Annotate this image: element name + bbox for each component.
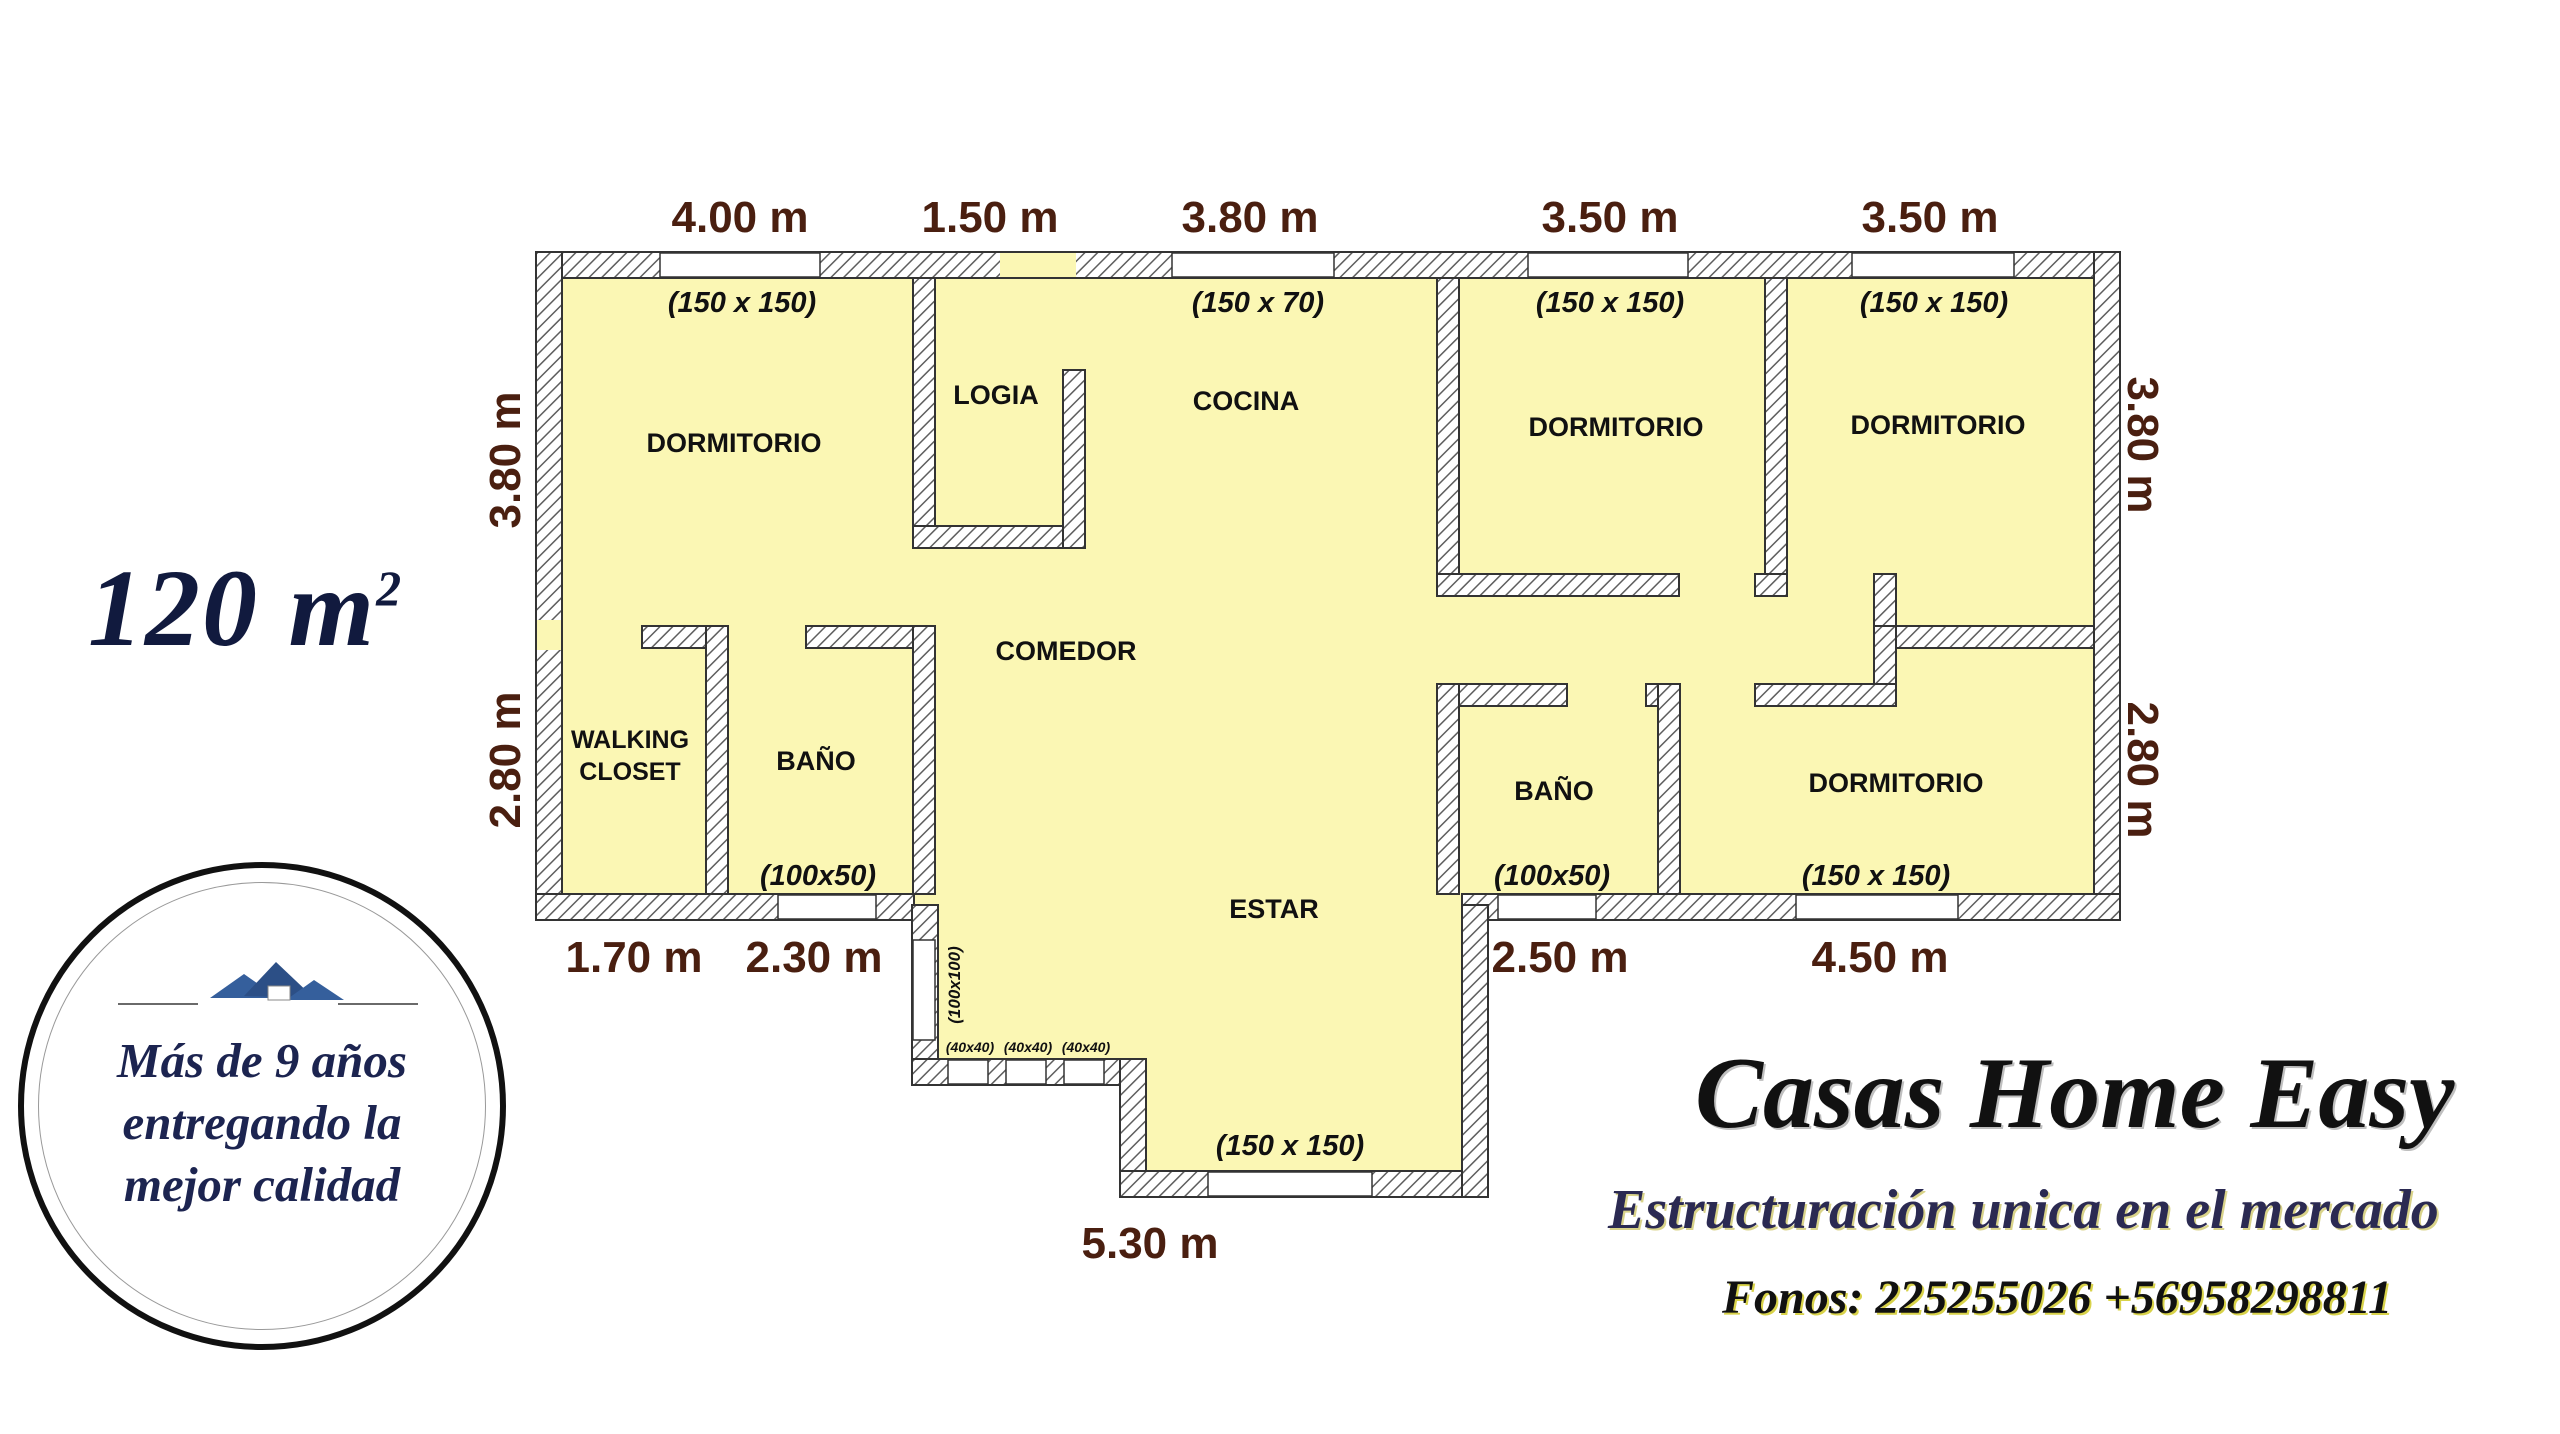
window-dorm3 (1851, 252, 2015, 278)
interior-walls (641, 277, 2095, 895)
area-exponent: 2 (376, 560, 404, 616)
dim-right-1: 3.80 m (2118, 377, 2167, 514)
houses-icon (118, 962, 418, 1005)
room-dormitorio-4: DORMITORIO (1809, 768, 1984, 798)
room-comedor: COMEDOR (996, 636, 1137, 666)
wall-dorm4-top (1754, 683, 1897, 707)
dim-left-1: 3.80 m (481, 392, 530, 529)
window-dorm2 (1527, 252, 1689, 278)
dim-top-5: 3.50 m (1862, 193, 1999, 242)
window-estar (1207, 1171, 1373, 1197)
window-small-1 (947, 1059, 989, 1085)
window-small-2 (1005, 1059, 1047, 1085)
window-small-3 (1063, 1059, 1105, 1085)
dim-top-2: 1.50 m (922, 193, 1059, 242)
badge-line-2: entregando la (122, 1095, 402, 1150)
wall-logia-bottom (912, 525, 1086, 549)
wall-cocina-right (1436, 277, 1460, 597)
badge-line-1: Más de 9 años (117, 1033, 407, 1088)
window-label-small-1: (40x40) (946, 1039, 995, 1055)
window-label-dorm3: (150 x 150) (1860, 287, 2008, 319)
badge-text: Más de 9 años entregando la mejor calida… (24, 1030, 500, 1216)
wall-dorm3-stub (1754, 573, 1788, 597)
dim-bottom-1: 1.70 m (566, 933, 703, 982)
window-label-dorm4: (150 x 150) (1802, 860, 1950, 892)
company-name: Casas Home Easy (1695, 1037, 2455, 1150)
window-label-small-2: (40x40) (1004, 1039, 1053, 1055)
window-dorm4 (1795, 894, 1959, 920)
window-label-estar: (150 x 150) (1216, 1130, 1364, 1162)
room-dormitorio-2: DORMITORIO (1529, 412, 1704, 442)
wall-left (535, 251, 563, 921)
total-area: 120 m2 (88, 545, 403, 672)
company-slogan: Estructuración unica en el mercado (1608, 1179, 2439, 1241)
window-cocina (1171, 252, 1335, 278)
window-bano1 (777, 894, 877, 920)
window-dorm1 (659, 252, 821, 278)
dim-left-2: 2.80 m (481, 692, 530, 829)
room-estar: ESTAR (1229, 894, 1319, 924)
wall-dorm3-bottom (1895, 625, 2095, 649)
total-area-value: 120 m (88, 547, 377, 669)
dim-right-2: 2.80 m (2118, 702, 2167, 839)
room-dormitorio-1: DORMITORIO (647, 428, 822, 458)
window-bano2 (1497, 894, 1597, 920)
room-logia: LOGIA (953, 380, 1039, 410)
left-wall-gap (537, 620, 561, 650)
badge-line-3: mejor calidad (123, 1157, 401, 1212)
window-label-small-3: (40x40) (1062, 1039, 1111, 1055)
dim-top-3: 3.80 m (1182, 193, 1319, 242)
wall-wc-right (705, 625, 729, 895)
quality-badge: Más de 9 años entregando la mejor calida… (18, 862, 506, 1350)
room-walking-closet-1: WALKING (571, 726, 689, 754)
entrance-gap (1000, 253, 1076, 277)
room-bano-2: BAÑO (1514, 775, 1594, 806)
room-bano-1: BAÑO (776, 745, 856, 776)
dim-bottom-4: 4.50 m (1812, 933, 1949, 982)
floor-interior (562, 278, 2094, 1182)
wall-bano2-right (1657, 683, 1681, 895)
wall-logia-right (1062, 369, 1086, 549)
room-walking-closet-2: CLOSET (579, 758, 680, 786)
dim-top-4: 3.50 m (1542, 193, 1679, 242)
wall-estar-right (1461, 904, 1489, 1198)
window-openings (659, 252, 2015, 1197)
company-phones: Fonos: 225255026 +56958298811 (1722, 1271, 2393, 1324)
dim-bottom-3: 2.50 m (1492, 933, 1629, 982)
window-label-bano1: (100x50) (760, 860, 876, 892)
dim-top-1: 4.00 m (672, 193, 809, 242)
window-label-bano2: (100x50) (1494, 860, 1610, 892)
wall-bano2-left (1436, 683, 1460, 895)
room-dormitorio-3: DORMITORIO (1851, 410, 2026, 440)
window-label-comedor-side: (100x100) (945, 946, 964, 1024)
room-cocina: COCINA (1193, 386, 1300, 416)
window-comedor-side (912, 939, 936, 1041)
wall-bano1-right (912, 625, 936, 895)
wall-dorm1-right (912, 277, 936, 549)
wall-bano1-top (805, 625, 914, 649)
window-label-cocina: (150 x 70) (1192, 287, 1324, 319)
window-label-dorm1: (150 x 150) (668, 287, 816, 319)
window-label-dorm2: (150 x 150) (1536, 287, 1684, 319)
wall-right (2093, 251, 2121, 921)
dim-bottom-5: 5.30 m (1082, 1219, 1219, 1268)
wall-dorm2-dorm3 (1764, 277, 1788, 597)
wall-dorm2-bottom (1436, 573, 1680, 597)
dim-bottom-2: 2.30 m (746, 933, 883, 982)
badge-inner-ring (38, 882, 486, 1330)
